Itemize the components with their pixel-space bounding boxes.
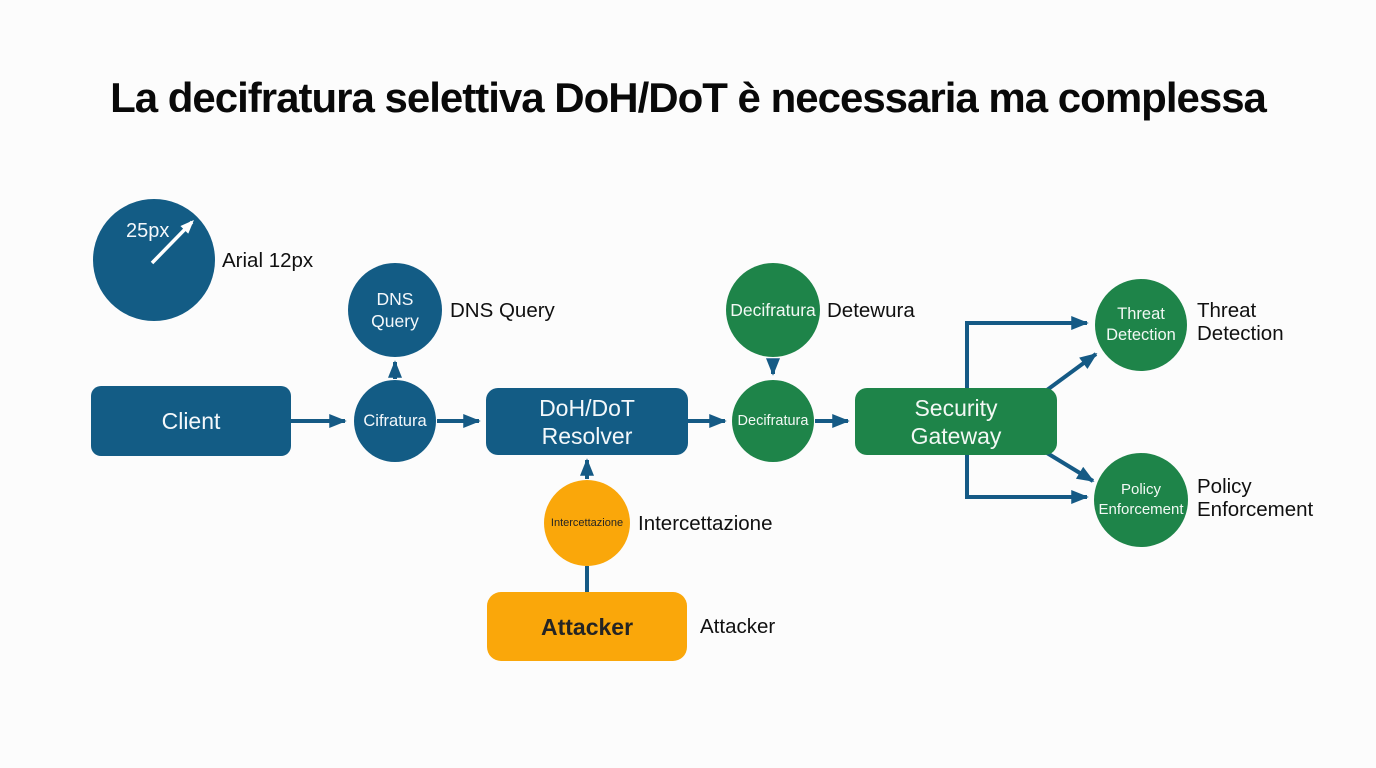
node-decifratura-top: Decifratura xyxy=(726,263,820,357)
client-text: Client xyxy=(161,408,221,434)
threat-line1: Threat xyxy=(1117,305,1165,323)
resolver-line2: Resolver xyxy=(541,422,633,449)
gateway-line1: Security xyxy=(914,394,998,421)
intercettazione-text: Intercettazione xyxy=(550,516,624,529)
threat-label-line1: Threat xyxy=(1197,299,1257,322)
arrow-gateway-elbow-to-policy xyxy=(965,455,1089,504)
threat-line2: Detection xyxy=(1106,326,1176,344)
arrow-gateway-diag-to-policy xyxy=(1045,451,1095,483)
node-policy-enforcement: Policy Enforcement xyxy=(1094,453,1188,547)
attacker-label: Attacker xyxy=(700,614,776,638)
gateway-line2: Gateway xyxy=(910,422,1002,449)
arrow-gateway-diag-to-threat xyxy=(1045,352,1098,392)
page-title: La decifratura selettiva DoH/DoT è neces… xyxy=(110,74,1267,121)
arrow-gateway-elbow-to-threat xyxy=(965,316,1089,388)
node-dns-query: DNS Query xyxy=(348,263,442,357)
policy-enforcement-label: Policy Enforcement xyxy=(1197,475,1313,521)
policy-line1: Policy xyxy=(1120,481,1161,498)
size-reference-circle: 25px xyxy=(93,199,215,321)
policy-label-line1: Policy xyxy=(1197,475,1252,498)
cifratura-text: Cifratura xyxy=(363,411,427,430)
node-resolver: DoH/DoT Resolver xyxy=(486,388,688,455)
policy-line2: Enforcement xyxy=(1098,501,1184,518)
decifratura-text: Decifratura xyxy=(737,413,809,429)
node-attacker: Attacker xyxy=(487,592,687,661)
intercettazione-label: Intercettazione xyxy=(638,511,773,535)
node-cifratura: Cifratura xyxy=(354,380,436,462)
node-security-gateway: Security Gateway xyxy=(855,388,1057,455)
node-client: Client xyxy=(91,386,291,456)
size-reference-label: Arial 12px xyxy=(222,248,314,272)
policy-label-line2: Enforcement xyxy=(1197,498,1314,521)
resolver-line1: DoH/DoT xyxy=(539,394,635,421)
size-arrow-icon xyxy=(150,220,194,265)
size-reference-text: 25px xyxy=(126,220,170,242)
dns-query-label: DNS Query xyxy=(450,298,555,322)
dns-query-line2: Query xyxy=(371,311,419,331)
dns-query-line1: DNS xyxy=(376,289,414,309)
decifratura-top-text: Decifratura xyxy=(730,300,816,320)
node-intercettazione: Intercettazione xyxy=(544,480,630,566)
threat-label-line2: Detection xyxy=(1197,322,1284,345)
attacker-text: Attacker xyxy=(540,613,634,640)
threat-detection-label: Threat Detection xyxy=(1197,299,1284,345)
node-threat-detection: Threat Detection xyxy=(1095,279,1187,371)
node-decifratura: Decifratura xyxy=(732,380,814,462)
decifratura-top-label: Detewura xyxy=(827,298,915,322)
